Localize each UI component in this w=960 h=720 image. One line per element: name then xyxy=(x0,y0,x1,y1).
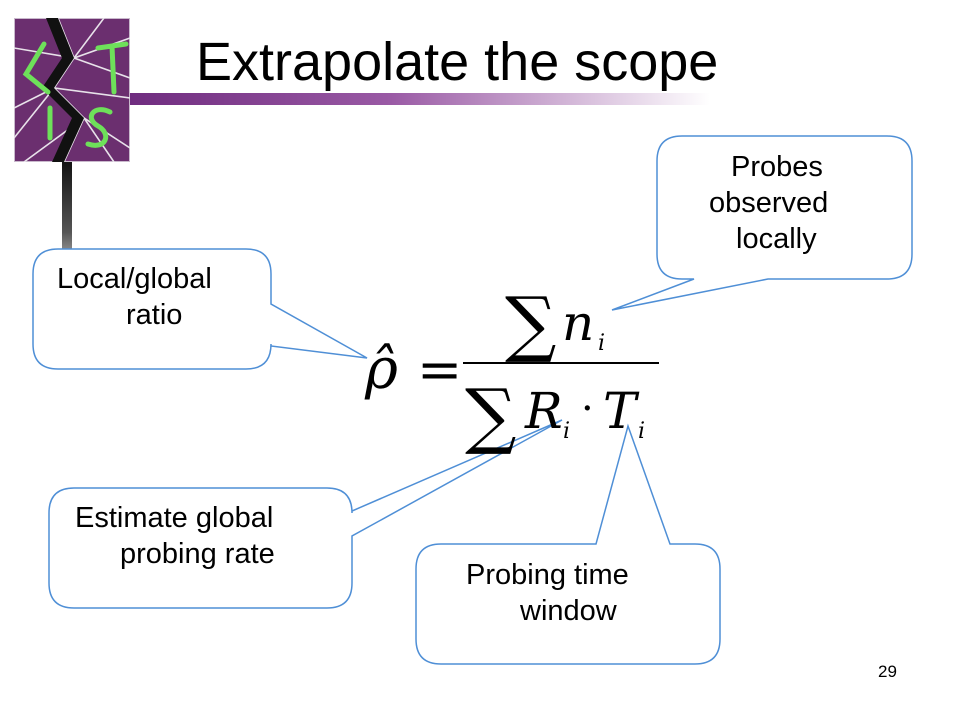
callout-probes-line1: Probes xyxy=(731,151,823,183)
estimator-formula: ρ̂ = ∑ n i ∑ R i · T i xyxy=(364,281,659,455)
callout-rate-line1: Estimate global xyxy=(75,502,274,534)
formula-numerator-sum: ∑ xyxy=(505,281,556,365)
logo-stem xyxy=(62,160,72,280)
callout-ratio-line1: Local/global xyxy=(57,263,212,295)
formula-dot: · xyxy=(581,386,594,432)
callout-ratio-shape xyxy=(32,248,368,370)
callout-probes-shape xyxy=(611,135,913,311)
callout-probes-line3: locally xyxy=(736,223,817,255)
formula-denominator-sum: ∑ xyxy=(465,373,516,455)
title-underline-bar xyxy=(130,93,710,105)
callout-window-line2: window xyxy=(520,595,617,627)
page-number: 29 xyxy=(878,662,897,681)
formula-denominator-r-subscript: i xyxy=(563,419,570,444)
callout-ratio-line2: ratio xyxy=(126,299,183,331)
formula-numerator-n: n xyxy=(562,294,594,352)
formula-denominator-r: R xyxy=(524,382,563,440)
lcs-logo xyxy=(14,18,130,162)
callout-rate-shape xyxy=(48,419,563,609)
formula-numerator-subscript: i xyxy=(598,331,605,356)
callout-window-shape xyxy=(415,423,721,665)
slide-title: Extrapolate the scope xyxy=(196,32,719,92)
formula-denominator-t: T xyxy=(603,382,640,440)
formula-denominator-t-subscript: i xyxy=(638,419,645,444)
formula-equals: = xyxy=(417,338,462,401)
callout-rate-line2: probing rate xyxy=(120,538,275,570)
formula-rho-hat: ρ̂ xyxy=(364,337,398,402)
callout-window-line1: Probing time xyxy=(466,559,629,591)
callout-probes-line2: observed xyxy=(709,187,829,219)
